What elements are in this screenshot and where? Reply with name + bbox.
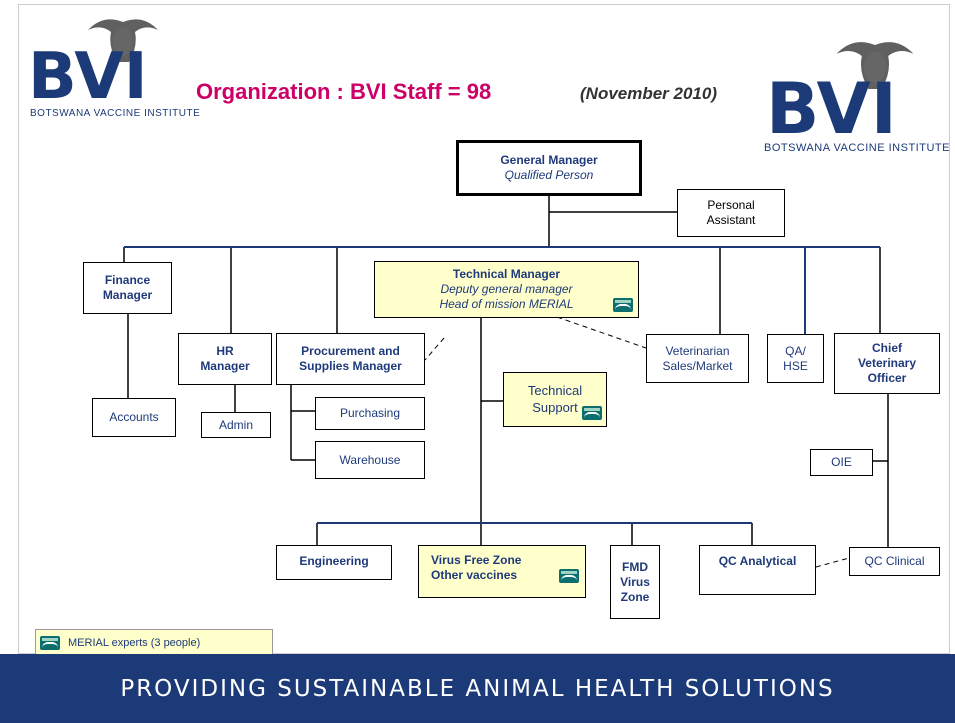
procurement-manager-line1: Procurement and bbox=[301, 344, 400, 358]
bvi-logo-right: BVI BOTSWANA VACCINE INSTITUTE bbox=[758, 34, 949, 159]
legend: MERIAL experts (3 people) bbox=[35, 629, 273, 656]
bvi-logo-left: BVI BOTSWANA VACCINE INSTITUTE bbox=[28, 12, 200, 132]
merial-logo-icon bbox=[559, 569, 579, 583]
qa-hse-line1: QA/ bbox=[785, 343, 806, 358]
technical-manager-sub1: Deputy general manager bbox=[440, 282, 573, 296]
veterinarian-line1: Veterinarian bbox=[665, 343, 730, 358]
hr-manager-line2: Manager bbox=[200, 359, 250, 373]
general-manager-subtitle: Qualified Person bbox=[504, 168, 594, 182]
veterinarian-box: Veterinarian Sales/Market bbox=[646, 334, 749, 383]
accounts-label: Accounts bbox=[109, 410, 159, 424]
chief-veterinary-officer-box: Chief Veterinary Officer bbox=[834, 333, 940, 394]
engineering-box: Engineering bbox=[276, 545, 392, 580]
technical-manager-box: Technical Manager Deputy general manager… bbox=[374, 261, 639, 318]
page-subtitle: (November 2010) bbox=[580, 84, 718, 103]
logo-text: BOTSWANA VACCINE INSTITUTE bbox=[30, 108, 201, 119]
qa-hse-line2: HSE bbox=[783, 358, 808, 373]
logo-letters: BVI bbox=[766, 68, 897, 150]
accounts-box: Accounts bbox=[92, 398, 176, 437]
engineering-label: Engineering bbox=[299, 554, 369, 568]
footer-banner: PROVIDING SUSTAINABLE ANIMAL HEALTH SOLU… bbox=[0, 654, 955, 723]
general-manager-box: General Manager Qualified Person bbox=[456, 140, 642, 196]
qc-analytical-box: QC Analytical bbox=[699, 545, 816, 595]
technical-support-line2: Support bbox=[532, 399, 578, 415]
finance-manager-box: Finance Manager bbox=[83, 262, 172, 314]
logo-letters: BVI bbox=[28, 40, 148, 114]
technical-support-line1: Technical bbox=[527, 383, 583, 399]
admin-label: Admin bbox=[218, 417, 253, 432]
cvo-line1: Chief bbox=[872, 341, 902, 355]
virus-free-zone-box: Virus Free Zone Other vaccines bbox=[418, 545, 586, 598]
qa-hse-box: QA/ HSE bbox=[767, 334, 824, 383]
fmd-line1: FMD bbox=[622, 559, 648, 574]
finance-manager-line2: Manager bbox=[102, 288, 153, 302]
merial-logo-icon bbox=[613, 298, 633, 312]
purchasing-box: Purchasing bbox=[315, 397, 425, 430]
technical-manager-sub2: Head of mission MERIAL bbox=[439, 297, 574, 311]
fmd-virus-zone-box: FMD Virus Zone bbox=[610, 545, 660, 619]
admin-box: Admin bbox=[201, 412, 271, 438]
oie-label: OIE bbox=[831, 455, 852, 469]
hr-manager-box: HR Manager bbox=[178, 333, 272, 385]
fmd-line3: Zone bbox=[620, 589, 650, 604]
warehouse-box: Warehouse bbox=[315, 441, 425, 479]
procurement-manager-line2: Supplies Manager bbox=[299, 359, 402, 373]
qc-clinical-box: QC Clinical bbox=[849, 547, 940, 576]
veterinarian-line2: Sales/Market bbox=[662, 358, 733, 373]
oie-box: OIE bbox=[810, 449, 873, 476]
logo-text: BOTSWANA VACCINE INSTITUTE bbox=[764, 142, 950, 154]
personal-assistant-line1: Personal bbox=[707, 198, 755, 212]
virus-free-zone-line1: Virus Free Zone bbox=[431, 553, 522, 567]
buffalo-head-icon bbox=[836, 42, 914, 89]
finance-manager-line1: Finance bbox=[104, 273, 151, 287]
legend-label: MERIAL experts (3 people) bbox=[68, 636, 201, 649]
purchasing-label: Purchasing bbox=[339, 406, 401, 420]
cvo-line2: Veterinary bbox=[857, 356, 917, 370]
footer-tagline: PROVIDING SUSTAINABLE ANIMAL HEALTH SOLU… bbox=[120, 675, 835, 702]
merial-logo-icon bbox=[40, 635, 60, 650]
procurement-manager-box: Procurement and Supplies Manager bbox=[276, 333, 425, 385]
general-manager-title: General Manager bbox=[500, 153, 598, 167]
qc-analytical-label: QC Analytical bbox=[718, 554, 797, 568]
personal-assistant-box: Personal Assistant bbox=[677, 189, 785, 237]
buffalo-head-icon bbox=[88, 19, 158, 62]
qc-clinical-label: QC Clinical bbox=[864, 554, 925, 568]
fmd-line2: Virus bbox=[620, 574, 650, 589]
hr-manager-line1: HR bbox=[216, 344, 234, 358]
warehouse-label: Warehouse bbox=[339, 452, 401, 467]
virus-free-zone-line2: Other vaccines bbox=[431, 568, 518, 582]
technical-manager-title: Technical Manager bbox=[452, 267, 561, 281]
cvo-line3: Officer bbox=[867, 371, 907, 385]
slide-frame bbox=[18, 4, 950, 654]
personal-assistant-line2: Assistant bbox=[706, 213, 756, 227]
page-title: Organization : BVI Staff = 98 bbox=[196, 79, 492, 104]
merial-logo-icon bbox=[582, 406, 602, 420]
technical-support-box: Technical Support bbox=[503, 372, 607, 427]
